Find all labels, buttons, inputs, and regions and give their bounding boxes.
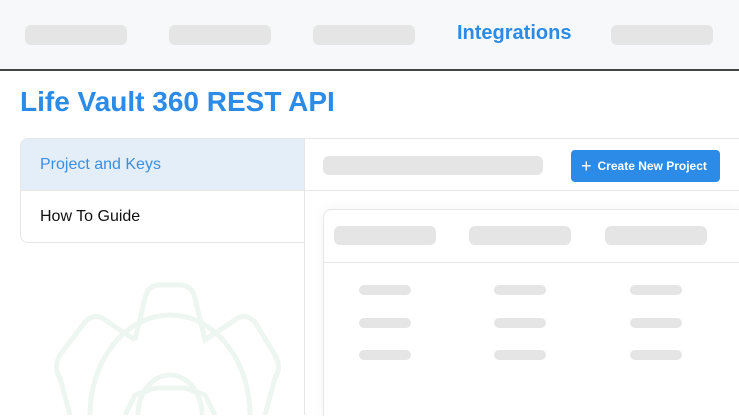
button-label: Create New Project [597, 159, 707, 173]
cell-placeholder [359, 350, 411, 360]
nav-link-integrations[interactable]: Integrations [457, 22, 572, 44]
nav-placeholder[interactable] [169, 25, 271, 45]
table-header [324, 210, 739, 263]
cell-placeholder [630, 285, 682, 295]
sidebar-item-how-to-guide[interactable]: How To Guide [40, 208, 141, 225]
cell-placeholder [359, 318, 411, 328]
main-header: + Create New Project [305, 139, 739, 191]
gear-watermark-icon [54, 282, 281, 415]
cell-placeholder [630, 318, 682, 328]
search-placeholder [323, 156, 543, 175]
main-panel: + Create New Project [304, 138, 739, 416]
plus-icon: + [581, 156, 592, 176]
cell-placeholder [494, 285, 546, 295]
cell-placeholder [494, 350, 546, 360]
page-title: Life Vault 360 REST API [20, 86, 335, 117]
header-cell-placeholder [334, 226, 436, 245]
projects-table [323, 209, 739, 416]
cell-placeholder [630, 350, 682, 360]
nav-placeholder[interactable] [313, 25, 415, 45]
nav-placeholder[interactable] [611, 25, 713, 45]
sidebar: Project and Keys How To Guide [20, 138, 305, 243]
header-cell-placeholder [469, 226, 571, 245]
create-new-project-button[interactable]: + Create New Project [571, 150, 720, 182]
sidebar-item-project-and-keys[interactable]: Project and Keys [21, 139, 305, 191]
cell-placeholder [494, 318, 546, 328]
top-nav: Integrations [0, 0, 739, 71]
header-cell-placeholder [605, 226, 707, 245]
nav-placeholder[interactable] [25, 25, 127, 45]
cell-placeholder [359, 285, 411, 295]
